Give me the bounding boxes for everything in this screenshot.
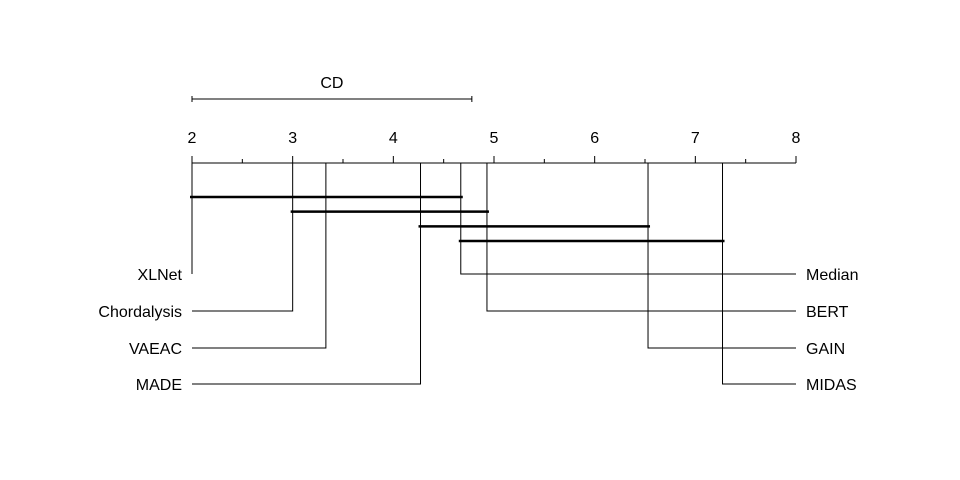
method-connector [192, 163, 327, 349]
method-label: Chordalysis [98, 304, 182, 321]
method-connector [192, 163, 422, 385]
axis-tick-label: 7 [691, 130, 700, 147]
method-label: MIDAS [806, 377, 857, 394]
method-connector [486, 163, 796, 312]
axis-tick-label: 4 [389, 130, 398, 147]
method-label: MADE [136, 377, 182, 394]
axis-tick-label: 2 [188, 130, 197, 147]
clique-bars [190, 195, 725, 243]
axis-tick-label: 3 [288, 130, 297, 147]
method-label: XLNet [138, 267, 183, 284]
axis-tick-label: 8 [792, 130, 801, 147]
method-label: BERT [806, 304, 849, 321]
rank-axis: 2 3 4 5 6 7 8 [188, 130, 801, 164]
critical-difference-bar: CD [191, 75, 473, 102]
method-label: Median [806, 267, 858, 284]
cd-label: CD [320, 75, 343, 92]
method-label: GAIN [806, 341, 845, 358]
axis-tick-label: 6 [590, 130, 599, 147]
method-label: VAEAC [129, 341, 182, 358]
method-connector [192, 163, 294, 312]
method-connector [460, 163, 796, 275]
axis-tick-label: 5 [490, 130, 499, 147]
method-connector [722, 163, 796, 385]
method-connector [647, 163, 796, 349]
